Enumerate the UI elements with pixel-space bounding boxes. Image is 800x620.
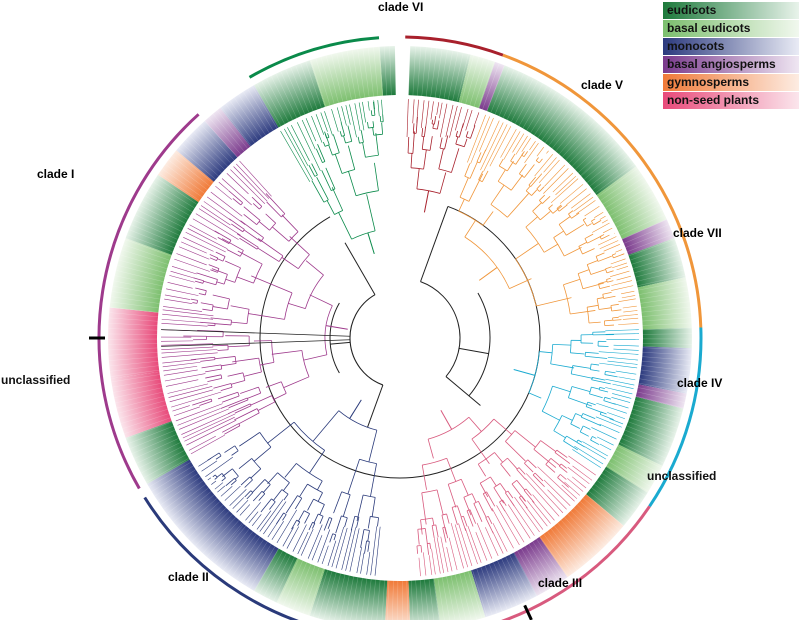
taxon-segment [176,121,238,182]
taxon-segment [635,384,687,409]
legend-item-non-seed-plants: non-seed plants [663,92,799,109]
clade-arc [143,496,300,620]
taxon-segment [458,54,496,109]
clade-arc [405,35,504,57]
taxon-segment [408,46,471,103]
clade-label-iii: clade III [538,576,583,590]
legend-item-eudicots: eudicots [663,2,799,19]
taxon-segment [385,580,410,620]
taxon-segment [147,459,244,562]
unclassified-marker [523,604,533,620]
taxon-segment [539,494,624,578]
taxon-segment [408,578,440,620]
taxon-segment [637,277,692,330]
legend-label: gymnosperms [667,75,750,89]
clade-label-ii: clade II [168,570,209,584]
legend-item-basal-eudicots: basal eudicots [663,20,799,37]
taxon-segment [638,346,692,394]
taxon-segment [204,107,251,158]
taxon-segment [580,142,637,196]
clade-arc [502,53,703,328]
legend: eudicots basal eudicots monocots basal a… [663,2,799,110]
taxon-segment [254,60,325,128]
taxon-segment [514,537,568,596]
taxon-segment [618,396,684,467]
taxon-segment [596,166,667,240]
taxon-segment [586,466,648,526]
tree-branches [161,99,639,577]
taxon-segment [479,61,505,112]
legend-label: basal angiosperms [667,57,776,71]
clade-label-i: clade I [37,167,75,181]
taxon-segment [109,238,172,313]
taxon-segment [433,570,486,620]
unclassified-label-left: unclassified [1,373,71,387]
clade-label-vi: clade VI [378,0,424,14]
taxon-segment [471,552,538,618]
taxon-segment [157,150,214,203]
taxon-segment [125,421,190,484]
taxon-segment [487,65,617,176]
legend-item-basal-angiosperms: basal angiosperms [663,56,799,73]
clade-arc [648,327,703,508]
clade-arcs [89,35,703,620]
legend-label: basal eudicots [667,21,751,35]
taxon-segment [309,569,388,620]
taxon-segment [606,444,663,493]
taxon-color-ring [108,46,693,620]
taxon-segment [110,371,172,438]
taxon-segment [621,219,675,255]
legend-label: monocots [667,39,725,53]
taxon-segment [628,238,686,288]
clade-label-v: clade V [581,78,624,92]
unclassified-label-right: unclassified [647,469,717,483]
clade-arc [500,505,651,620]
clade-label-iv: clade IV [677,376,723,390]
taxon-segment [642,327,693,349]
clade-arc [248,36,380,79]
taxon-segment [220,85,279,147]
taxon-segment [212,524,279,591]
taxon-segment [276,558,325,616]
legend-item-monocots: monocots [663,38,799,55]
legend-label: non-seed plants [667,93,760,107]
legend-label: eudicots [667,3,717,17]
taxon-segment [125,174,199,255]
clade-arc [97,113,200,490]
taxon-segment [108,307,160,379]
taxon-segment [254,548,298,603]
taxon-segment [379,46,396,96]
legend-item-gymnosperms: gymnosperms [663,74,799,91]
clade-label-vii: clade VII [673,226,722,240]
taxon-segment [309,46,384,107]
